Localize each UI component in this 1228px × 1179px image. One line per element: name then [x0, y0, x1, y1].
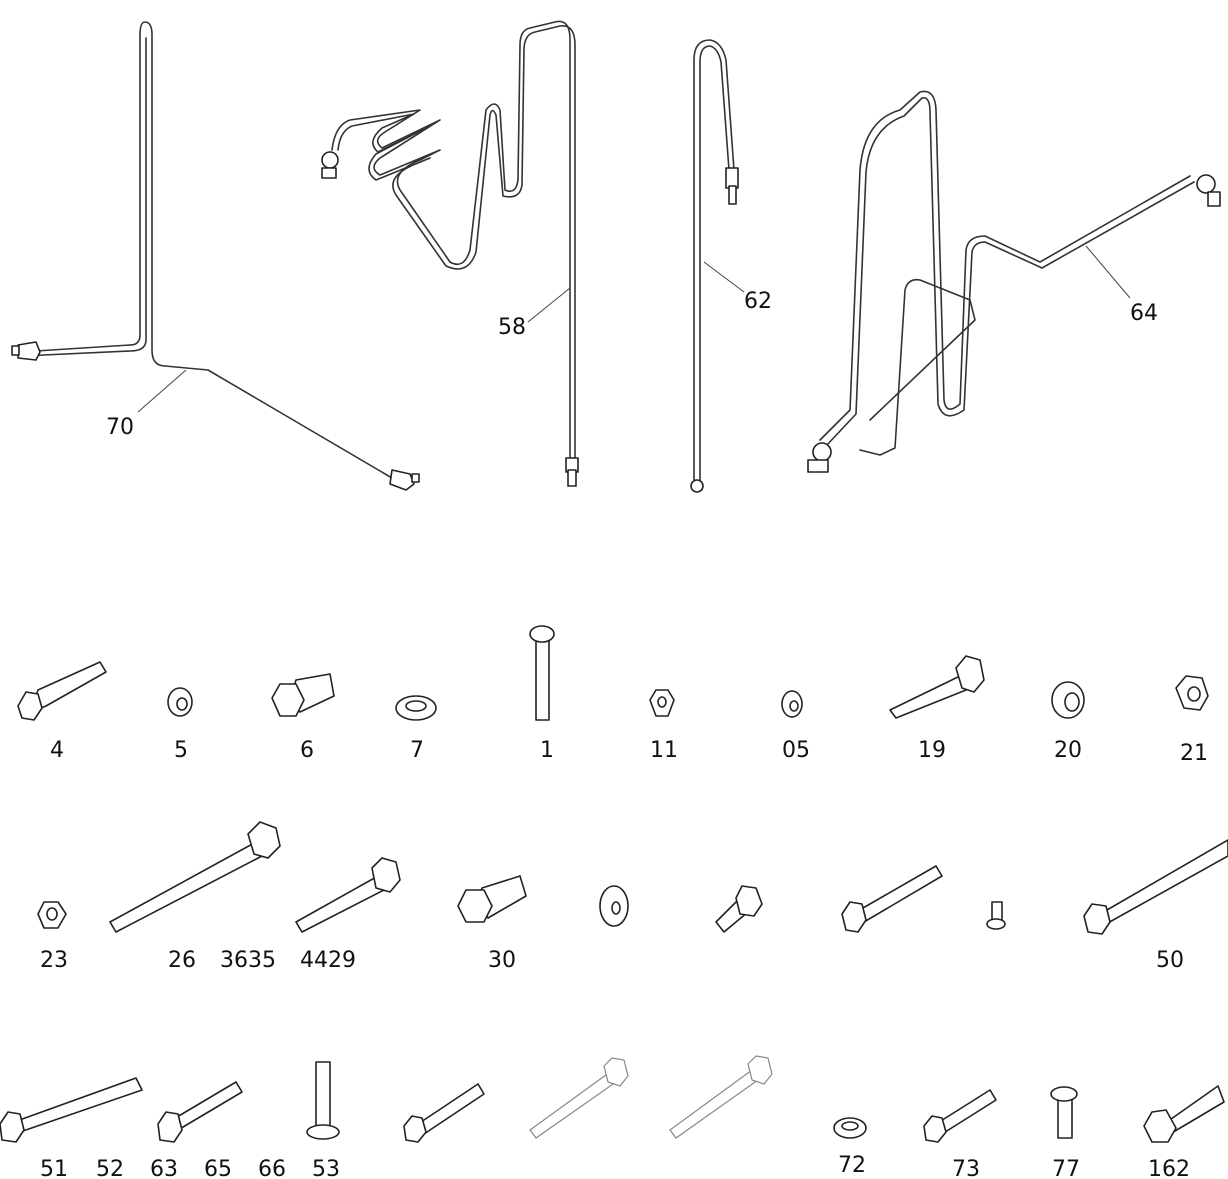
part-30-bolt	[457, 875, 527, 923]
label-6: 6	[300, 738, 314, 763]
label-3635: 3635	[220, 948, 276, 973]
label-51: 51	[40, 1157, 68, 1179]
label-73: 73	[952, 1157, 980, 1179]
label-162: 162	[1148, 1157, 1190, 1179]
label-53: 53	[312, 1157, 340, 1179]
label-63: 63	[150, 1157, 178, 1179]
part-53-pin	[306, 1061, 340, 1140]
hose-58: 58	[321, 20, 579, 487]
fitting-top	[725, 167, 739, 205]
label-52: 52	[96, 1157, 124, 1179]
part-4-bolt	[17, 661, 107, 721]
part-20-washer	[1051, 681, 1085, 719]
label-65: 65	[204, 1157, 232, 1179]
label-5: 5	[174, 738, 188, 763]
part-washer-row2	[599, 885, 629, 927]
part-bolt-row2b	[841, 865, 943, 933]
part-26-bolt	[109, 821, 281, 933]
part-23-nut	[37, 901, 67, 929]
part-7-lockwasher	[395, 695, 437, 721]
label-72: 72	[838, 1153, 866, 1178]
fitting-left	[807, 442, 832, 473]
hose-64: 64	[807, 90, 1221, 473]
label-20: 20	[1054, 738, 1082, 763]
fitting-left	[11, 341, 41, 361]
leader-64	[1085, 245, 1131, 299]
label-4429: 4429	[300, 948, 356, 973]
part-5-washer	[167, 687, 193, 717]
part-bolt-row3b	[529, 1057, 629, 1139]
part-short-bolt-row2	[715, 885, 763, 933]
label-05: 05	[782, 738, 810, 763]
part-162-bolt	[1143, 1085, 1225, 1143]
label-1: 1	[540, 738, 554, 763]
part-6-bolt	[271, 673, 335, 717]
label-23: 23	[40, 948, 68, 973]
leader-58	[527, 287, 571, 323]
fitting-right	[1196, 174, 1221, 207]
part-73-bolt	[923, 1089, 997, 1143]
part-bolt-row3a	[403, 1083, 485, 1143]
part-21-locknut	[1175, 675, 1209, 711]
label-4: 4	[50, 738, 64, 763]
part-29-bolt	[295, 857, 401, 933]
label-26: 26	[168, 948, 196, 973]
part-19-bolt	[889, 655, 985, 719]
label-11: 11	[650, 738, 678, 763]
label-30: 30	[488, 948, 516, 973]
label-21: 21	[1180, 741, 1208, 766]
part-bolt-row3c	[669, 1055, 773, 1139]
label-77: 77	[1052, 1157, 1080, 1179]
part-1-pin	[529, 625, 555, 721]
label-50: 50	[1156, 948, 1184, 973]
part-05-washer	[781, 690, 803, 718]
fitting-right	[389, 469, 420, 491]
hose-70: 70	[11, 21, 420, 491]
part-50-bolt	[1083, 839, 1228, 935]
part-rivet-row2	[986, 901, 1006, 930]
fitting-bottom	[690, 479, 704, 493]
label-7: 7	[410, 738, 424, 763]
label-70: 70	[106, 415, 134, 440]
label-58: 58	[498, 315, 526, 340]
label-19: 19	[918, 738, 946, 763]
part-51-bolt	[0, 1077, 143, 1143]
hose-62: 62	[690, 39, 772, 493]
leader-70	[137, 369, 187, 413]
part-72-lockwasher	[833, 1117, 867, 1139]
fitting-bottom	[565, 457, 579, 487]
label-62: 62	[744, 289, 772, 314]
part-77-pin	[1050, 1086, 1078, 1139]
label-66: 66	[258, 1157, 286, 1179]
part-11-nut	[649, 689, 675, 717]
leader-62	[703, 261, 745, 293]
label-64: 64	[1130, 301, 1158, 326]
part-63-bolt	[157, 1081, 243, 1143]
fitting-top	[321, 151, 339, 179]
